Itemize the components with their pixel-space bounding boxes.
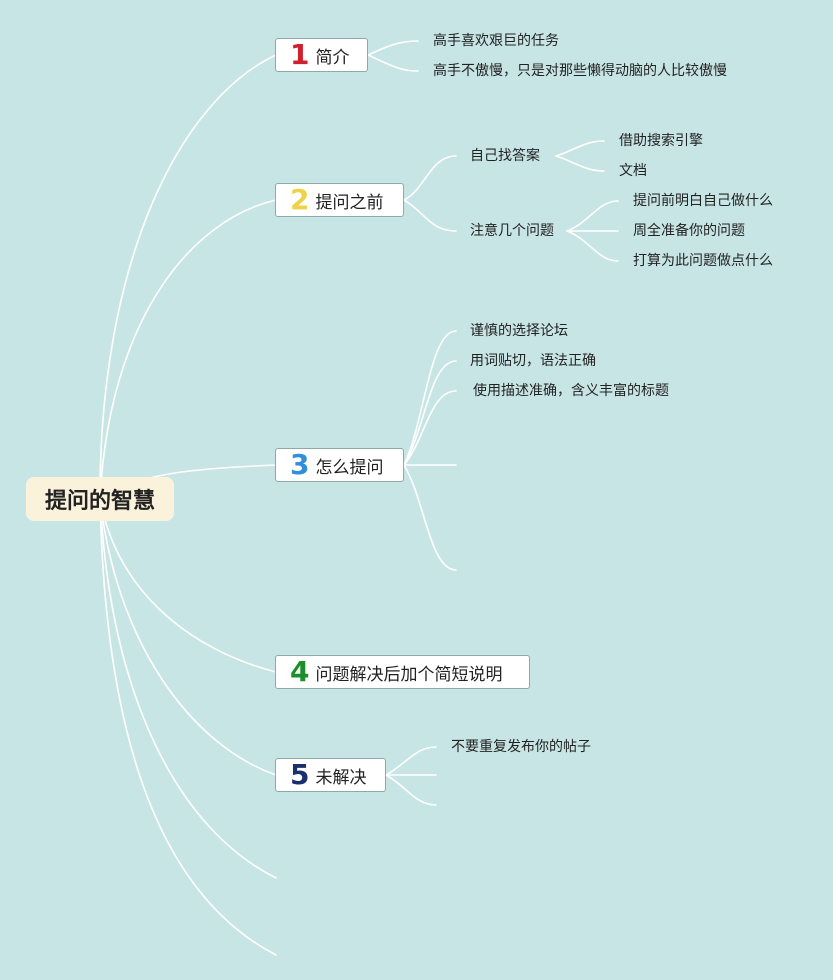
leaf-search-engine[interactable]: 借助搜索引擎 <box>619 133 703 149</box>
link-root-topic-4 <box>99 496 277 673</box>
topic-label: 未解决 <box>315 767 367 788</box>
leaf-docs[interactable]: 文档 <box>619 163 647 179</box>
link-root-topic-5 <box>99 496 277 776</box>
topic-label: 提问之前 <box>315 192 384 213</box>
topic-number-2: 2 <box>290 183 310 216</box>
topic-after-solved[interactable]: 4 问题解决后加个简短说明 <box>275 655 530 689</box>
link-topic2-sub-1 <box>403 155 457 201</box>
link-topic3-leaf-5 <box>403 464 457 571</box>
topic-before-asking[interactable]: 2 提问之前 <box>275 183 404 217</box>
link-sub1-leaf-2 <box>555 155 605 172</box>
topic-label: 简介 <box>315 47 350 68</box>
subtopic-notes[interactable]: 注意几个问题 <box>470 223 554 239</box>
link-topic5-leaf-1 <box>385 746 437 776</box>
leaf-topic3-2[interactable]: 用词贴切，语法正确 <box>470 353 596 369</box>
link-root-extra-2 <box>99 496 277 956</box>
leaf-topic1-1[interactable]: 高手喜欢艰巨的任务 <box>433 33 559 49</box>
leaf-topic1-2[interactable]: 高手不傲慢，只是对那些懒得动脑的人比较傲慢 <box>433 63 727 79</box>
link-root-topic-3 <box>149 464 277 479</box>
topic-label: 怎么提问 <box>315 457 384 478</box>
link-root-topic-2 <box>99 199 277 498</box>
root-topic[interactable]: 提问的智慧 <box>26 477 174 521</box>
link-root-topic-1 <box>99 54 277 498</box>
link-sub2-leaf-3 <box>566 230 619 262</box>
link-sub1-leaf-1 <box>555 140 605 157</box>
topic-number-1: 1 <box>290 38 310 71</box>
topic-number-5: 5 <box>290 758 310 791</box>
topic-how-to-ask[interactable]: 3 怎么提问 <box>275 448 404 482</box>
link-sub2-leaf-1 <box>566 200 619 232</box>
leaf-topic5-1[interactable]: 不要重复发布你的帖子 <box>451 739 591 755</box>
leaf-notes-1[interactable]: 提问前明白自己做什么 <box>633 193 773 209</box>
link-topic3-leaf-3 <box>403 390 457 466</box>
link-root-extra-1 <box>99 496 277 879</box>
topic-label: 问题解决后加个简短说明 <box>315 664 503 685</box>
leaf-notes-2[interactable]: 周全准备你的问题 <box>633 223 745 239</box>
leaf-topic3-3[interactable]: 使用描述准确，含义丰富的标题 <box>473 383 669 399</box>
link-topic5-leaf-3 <box>385 774 437 806</box>
link-topic2-sub-2 <box>403 199 457 232</box>
topic-number-4: 4 <box>290 655 310 688</box>
topic-number-3: 3 <box>290 448 310 481</box>
link-topic1-leaf-2 <box>367 54 419 72</box>
topic-intro[interactable]: 1 简介 <box>275 38 368 72</box>
root-label: 提问的智慧 <box>44 489 155 514</box>
leaf-topic3-1[interactable]: 谨慎的选择论坛 <box>470 323 568 339</box>
leaf-notes-3[interactable]: 打算为此问题做点什么 <box>633 253 773 269</box>
topic-unsolved[interactable]: 5 未解决 <box>275 758 386 792</box>
link-topic3-leaf-1 <box>403 330 457 466</box>
link-topic3-leaf-2 <box>403 360 457 466</box>
subtopic-find-answer[interactable]: 自己找答案 <box>470 148 540 164</box>
link-topic1-leaf-1 <box>367 40 419 56</box>
